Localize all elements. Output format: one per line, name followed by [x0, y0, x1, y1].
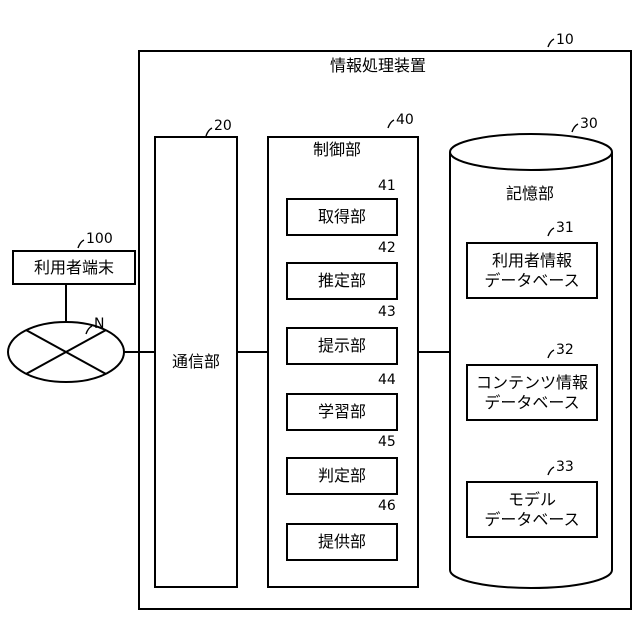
ref-45: 45: [378, 434, 396, 450]
determination-unit-label: 判定部: [318, 466, 366, 486]
ref-30: 30: [580, 116, 598, 132]
device-title: 情報処理装置: [330, 56, 426, 76]
ref-leader-100: [78, 240, 84, 248]
ref-42: 42: [378, 240, 396, 256]
ref-44: 44: [378, 372, 396, 388]
ref-n: N: [94, 316, 104, 332]
model-db-box: モデル データベース: [466, 481, 598, 538]
control-unit-label: 制御部: [313, 140, 361, 160]
ref-40: 40: [396, 112, 414, 128]
ref-leader-10: [548, 39, 554, 47]
acquisition-unit-label: 取得部: [318, 207, 366, 227]
presentation-unit-box: 提示部: [286, 327, 398, 365]
ref-32: 32: [556, 342, 574, 358]
ref-20: 20: [214, 118, 232, 134]
model-db-label: モデル データベース: [484, 490, 579, 530]
user-terminal-box: 利用者端末: [12, 250, 136, 285]
provision-unit-label: 提供部: [318, 532, 366, 552]
learning-unit-box: 学習部: [286, 393, 398, 431]
presentation-unit-label: 提示部: [318, 336, 366, 356]
comm-unit-label: 通信部: [172, 352, 220, 372]
estimation-unit-label: 推定部: [318, 271, 366, 291]
acquisition-unit-box: 取得部: [286, 198, 398, 236]
user-info-db-label: 利用者情報 データベース: [484, 251, 579, 291]
content-info-db-label: コンテンツ情報 データベース: [476, 373, 588, 413]
comm-unit-box: 通信部: [154, 136, 238, 588]
estimation-unit-box: 推定部: [286, 262, 398, 300]
learning-unit-label: 学習部: [318, 402, 366, 422]
determination-unit-box: 判定部: [286, 457, 398, 495]
ref-46: 46: [378, 498, 396, 514]
ref-41: 41: [378, 178, 396, 194]
content-info-db-box: コンテンツ情報 データベース: [466, 364, 598, 421]
ref-31: 31: [556, 220, 574, 236]
ref-10: 10: [556, 32, 574, 48]
user-terminal-label: 利用者端末: [34, 258, 114, 278]
ref-100: 100: [86, 231, 113, 247]
user-info-db-box: 利用者情報 データベース: [466, 242, 598, 299]
provision-unit-box: 提供部: [286, 523, 398, 561]
ref-43: 43: [378, 304, 396, 320]
storage-unit-label: 記憶部: [506, 184, 554, 204]
ref-33: 33: [556, 459, 574, 475]
ref-leader-n: [86, 326, 92, 334]
